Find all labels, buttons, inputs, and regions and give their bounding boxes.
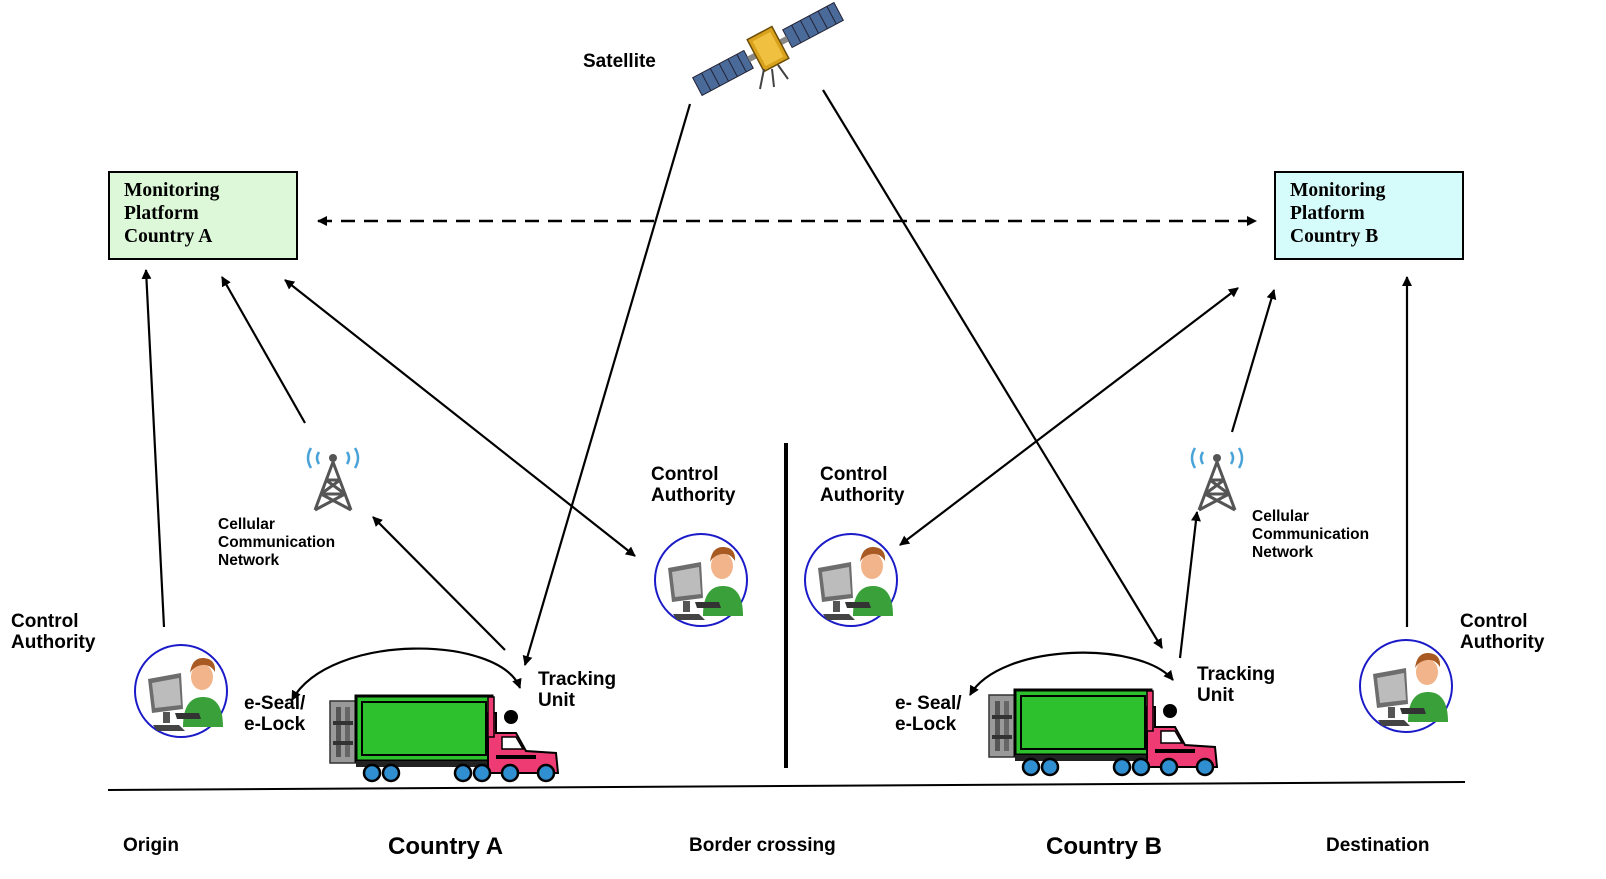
arrow-platform-b-ca-border-b bbox=[899, 287, 1239, 546]
region-origin-label: Origin bbox=[123, 835, 179, 856]
truck-b-icon bbox=[987, 688, 1219, 777]
region-destination-label: Destination bbox=[1326, 835, 1430, 856]
control-authority-border-a-label: Control Authority bbox=[651, 464, 736, 507]
arrow-tracking-seal-b bbox=[969, 651, 1174, 696]
tracking-unit-a-label: Tracking Unit bbox=[538, 669, 617, 712]
arrow-tracking-seal-a bbox=[291, 647, 522, 701]
arrow-tower-a-platform-a bbox=[221, 276, 306, 424]
control-authority-border-b-label: Control Authority bbox=[820, 464, 905, 507]
region-border-label: Border crossing bbox=[689, 835, 836, 856]
arrow-ca-origin-platform-a bbox=[141, 269, 166, 628]
control-authority-destination-icon bbox=[1359, 639, 1453, 733]
control-authority-origin-label: Control Authority bbox=[11, 611, 96, 654]
monitoring-platform-b: Monitoring Platform Country B bbox=[1274, 171, 1464, 260]
cell-tower-b-icon bbox=[1190, 446, 1244, 512]
e-seal-a-label: e-Seal/ e-Lock bbox=[244, 693, 306, 736]
arrow-truck-a-tower-a bbox=[372, 516, 506, 651]
arrow-platform-a-ca-border-a bbox=[284, 279, 636, 557]
satellite-icon bbox=[687, 0, 849, 104]
truck-a-icon bbox=[328, 694, 560, 783]
arrow-truck-b-tower-b bbox=[1178, 511, 1201, 659]
control-authority-destination-label: Control Authority bbox=[1460, 611, 1545, 654]
control-authority-border-b-icon bbox=[804, 533, 898, 627]
tracking-unit-b-label: Tracking Unit bbox=[1197, 664, 1276, 707]
ground-line bbox=[107, 781, 1466, 791]
region-country-b-label: Country B bbox=[1046, 833, 1162, 860]
control-authority-origin-icon bbox=[134, 644, 228, 738]
cellular-network-b-label: Cellular Communication Network bbox=[1252, 508, 1370, 561]
arrow-tower-b-platform-b bbox=[1230, 289, 1277, 433]
cellular-network-a-label: Cellular Communication Network bbox=[218, 516, 336, 569]
satellite-label: Satellite bbox=[583, 51, 656, 72]
region-country-a-label: Country A bbox=[388, 833, 504, 860]
e-seal-b-label: e- Seal/ e-Lock bbox=[895, 693, 962, 736]
cell-tower-a-icon bbox=[306, 446, 360, 512]
monitoring-platform-a: Monitoring Platform Country A bbox=[108, 171, 298, 260]
control-authority-border-a-icon bbox=[654, 533, 748, 627]
